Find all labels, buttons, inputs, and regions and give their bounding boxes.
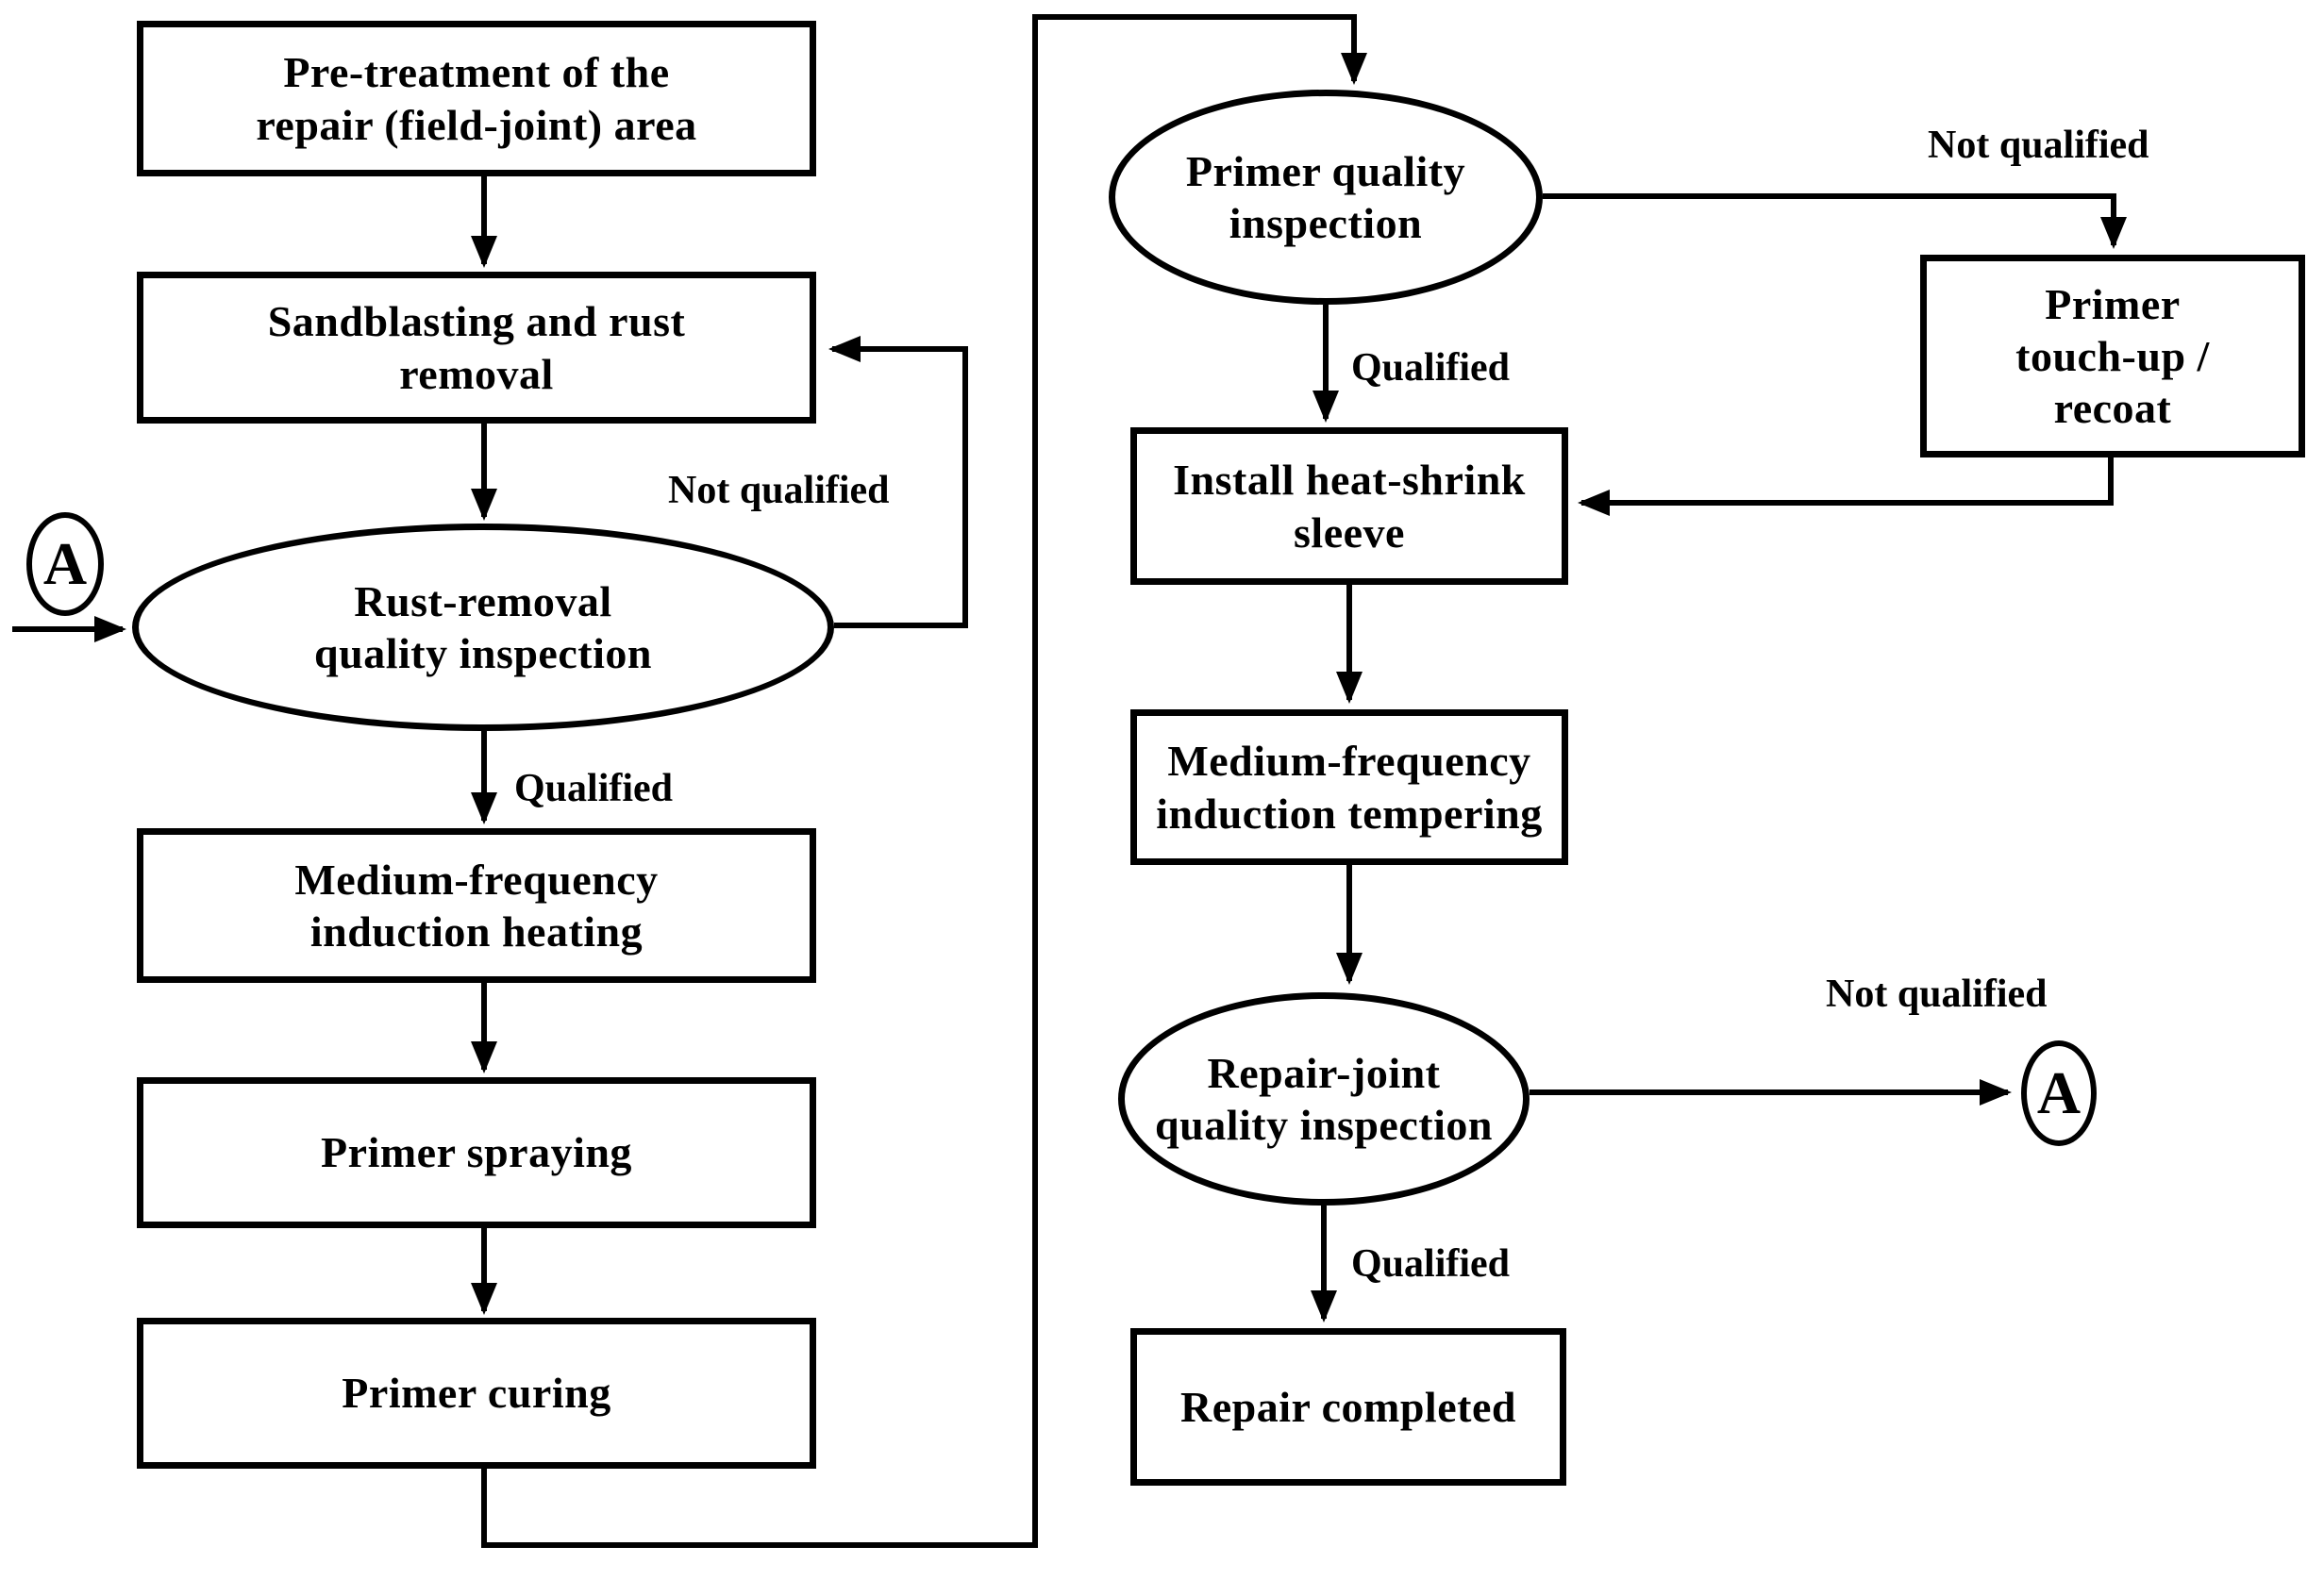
node-pretreatment: Pre-treatment of the repair (field-joint… [137, 21, 816, 176]
node-primer-touchup: Primer touch-up / recoat [1920, 255, 2305, 457]
edge-label-repair-qualified: Qualified [1351, 1242, 1511, 1286]
node-install-sleeve: Install heat-shrink sleeve [1130, 427, 1568, 585]
node-primer-inspection: Primer quality inspection [1109, 90, 1543, 305]
node-rust-inspection: Rust-removal quality inspection [132, 524, 834, 731]
edge-label-primer-qualified: Qualified [1351, 346, 1511, 390]
edge-label-repair-not-qualified: Not qualified [1826, 973, 2048, 1016]
edge-primer-not-qualified-loop [1543, 193, 2127, 249]
edge-touchup-to-install-sleeve [1578, 457, 2114, 516]
edge-label-primer-not-qualified: Not qualified [1928, 124, 2149, 167]
node-primer-spraying: Primer spraying [137, 1077, 816, 1228]
node-repair-completed: Repair completed [1130, 1328, 1566, 1486]
node-sandblasting: Sandblasting and rust removal [137, 272, 816, 424]
edge-label-rust-not-qualified: Not qualified [668, 469, 890, 512]
edge-curing-to-primer-inspection [481, 14, 1367, 1548]
edge-label-rust-qualified: Qualified [514, 767, 674, 810]
connector-a-right: A [2021, 1040, 2097, 1146]
node-induction-tempering: Medium-frequency induction tempering [1130, 709, 1568, 865]
node-induction-heating: Medium-frequency induction heating [137, 828, 816, 983]
edge-rust-not-qualified-loop [828, 336, 968, 628]
node-repair-inspection: Repair-joint quality inspection [1118, 992, 1530, 1206]
connector-a-left: A [26, 512, 104, 616]
node-primer-curing: Primer curing [137, 1318, 816, 1469]
